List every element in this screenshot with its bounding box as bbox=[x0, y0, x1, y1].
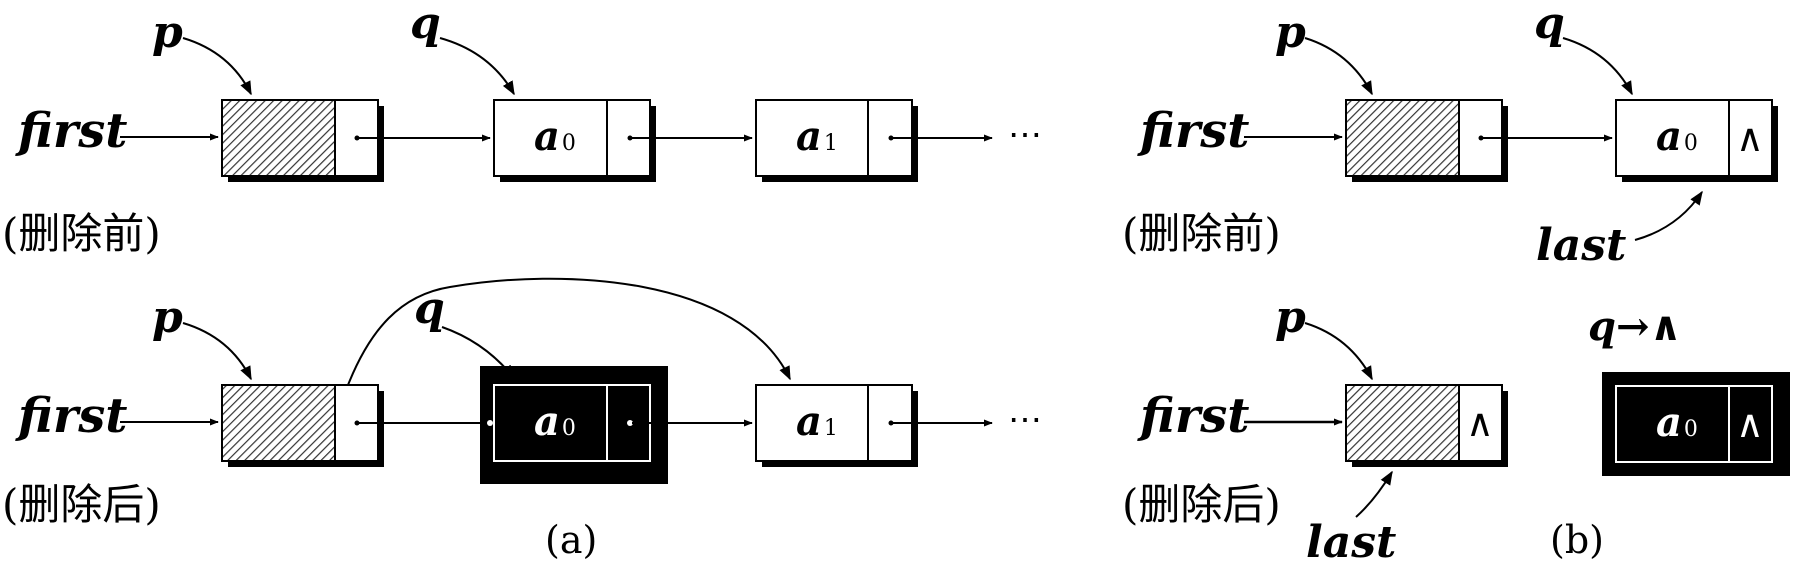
null-pointer-icon: ∧ bbox=[1736, 402, 1764, 446]
head-node bbox=[1345, 99, 1508, 182]
panel-b-after: first p ∧ last q→∧ a0 ∧ (删除后) (b) bbox=[1122, 292, 1790, 568]
head-node bbox=[221, 99, 384, 182]
svg-text:a1: a1 bbox=[796, 398, 838, 445]
state-before: (删除前) bbox=[2, 209, 161, 258]
label-p: p bbox=[152, 7, 183, 58]
label-last: last bbox=[1536, 220, 1626, 271]
node-a1-subscript: 1 bbox=[824, 416, 838, 441]
arrow-q bbox=[1562, 37, 1633, 96]
node-a0-value: a bbox=[534, 398, 560, 445]
label-p: p bbox=[152, 292, 183, 343]
head-node: ∧ bbox=[1345, 384, 1508, 467]
arrow-q bbox=[439, 37, 515, 96]
node-a0-value: a bbox=[1656, 113, 1682, 160]
state-after: (删除后) bbox=[2, 480, 161, 529]
panel-a-before: first p q a0 a1 bbox=[2, 0, 1042, 258]
node-a0-value: a bbox=[534, 113, 560, 160]
svg-text:a0: a0 bbox=[1656, 113, 1698, 160]
svg-text:a0: a0 bbox=[534, 113, 576, 160]
label-last: last bbox=[1306, 517, 1396, 568]
arrow-last bbox=[1355, 470, 1393, 518]
svg-text:a1: a1 bbox=[796, 113, 838, 160]
node-a0: a0 ∧ bbox=[1615, 99, 1778, 182]
null-pointer-icon: ∧ bbox=[1736, 116, 1764, 160]
arrow-p bbox=[182, 322, 252, 381]
head-node bbox=[221, 384, 384, 467]
ellipsis: ⋯ bbox=[1008, 115, 1042, 155]
null-pointer-icon: ∧ bbox=[1466, 401, 1494, 445]
panel-a-after: first p q a0 bbox=[2, 277, 1042, 562]
label-first: first bbox=[1137, 103, 1249, 159]
node-a1: a1 bbox=[755, 384, 918, 467]
node-a1-subscript: 1 bbox=[824, 131, 838, 156]
svg-text:a0: a0 bbox=[534, 398, 576, 445]
subfigure-a-caption: (a) bbox=[545, 518, 597, 562]
label-q: q bbox=[1534, 0, 1565, 49]
arrow-last bbox=[1634, 190, 1703, 241]
label-first: first bbox=[1137, 388, 1249, 444]
node-a0: a0 bbox=[493, 99, 656, 182]
label-first: first bbox=[15, 103, 127, 159]
node-a0-subscript: 0 bbox=[1684, 417, 1698, 442]
node-a1-value: a bbox=[796, 398, 822, 445]
arrow-p bbox=[1304, 322, 1373, 381]
label-q: q bbox=[414, 283, 445, 334]
label-p: p bbox=[1275, 7, 1306, 58]
node-a1-value: a bbox=[796, 113, 822, 160]
label-q: q bbox=[410, 0, 441, 49]
state-after: (删除后) bbox=[1122, 480, 1281, 529]
subfigure-b-caption: (b) bbox=[1550, 518, 1604, 562]
panel-b-before: first p q a0 ∧ last (删除前) bbox=[1122, 0, 1778, 271]
ellipsis: ⋯ bbox=[1008, 400, 1042, 440]
label-first: first bbox=[15, 388, 127, 444]
label-p: p bbox=[1275, 292, 1306, 343]
node-a0-value: a bbox=[1656, 399, 1682, 446]
node-a0-subscript: 0 bbox=[562, 416, 576, 441]
label-q-null: q→∧ bbox=[1588, 303, 1682, 350]
node-a0-deleted: a0 bbox=[480, 366, 668, 484]
arrow-p bbox=[1304, 37, 1373, 96]
node-a0-subscript: 0 bbox=[1684, 131, 1698, 156]
node-a0-subscript: 0 bbox=[562, 131, 576, 156]
node-a1: a1 bbox=[755, 99, 918, 182]
svg-text:a0: a0 bbox=[1656, 399, 1698, 446]
state-before: (删除前) bbox=[1122, 209, 1281, 258]
arrow-p bbox=[182, 37, 252, 96]
bypass-link-head-to-a1 bbox=[347, 277, 791, 386]
node-a0-deleted: a0 ∧ bbox=[1602, 372, 1790, 476]
